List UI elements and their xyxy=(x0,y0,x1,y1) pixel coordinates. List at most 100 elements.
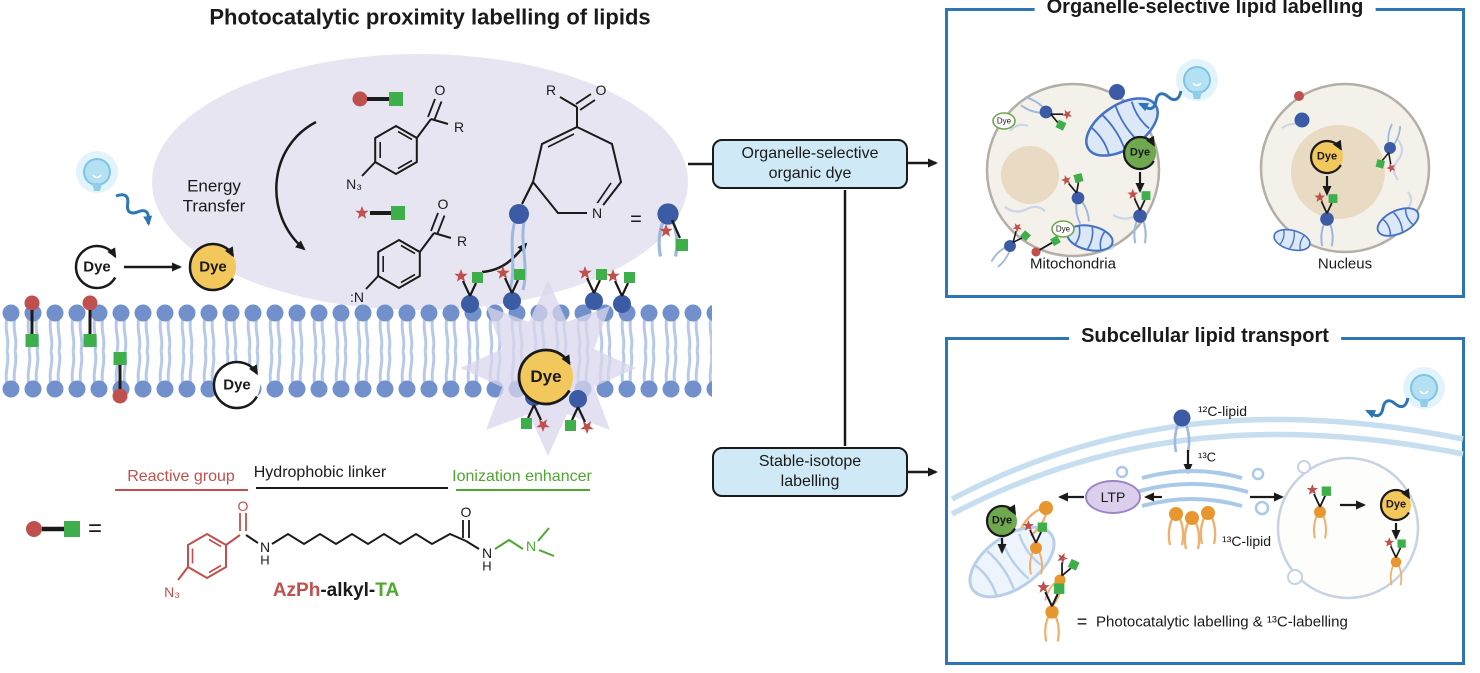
organelle-panel-title: Organelle-selective lipid labelling xyxy=(1034,0,1376,19)
reactive-group-label: Reactive group xyxy=(127,467,235,485)
enhancer-square-icon xyxy=(391,206,405,220)
probe-name-alkyl: -alkyl- xyxy=(320,580,376,602)
probe-structure xyxy=(26,487,590,581)
amide-nitrogen-label: N xyxy=(259,538,271,555)
c13-label: ¹³C xyxy=(1198,449,1217,465)
dye-badge xyxy=(992,112,1016,130)
vesicle-icon xyxy=(1297,460,1311,474)
flow-connectors xyxy=(688,158,938,477)
catalytic-cycle-arrow-icon xyxy=(74,244,117,290)
catalytic-cycle-arrow-icon xyxy=(1309,139,1342,175)
enhancer-square-icon xyxy=(64,521,80,537)
dye-label: Dye xyxy=(1316,150,1338,163)
energy-transfer-label: Energy Transfer xyxy=(182,176,246,215)
dye-label: Dye xyxy=(83,258,111,276)
catalytic-cycle-arrow-icon xyxy=(1379,488,1411,522)
lipid-transport-scheme xyxy=(956,408,1420,642)
equals-sign: = xyxy=(1076,611,1088,632)
nitrene-structure xyxy=(355,206,452,290)
c13-lipid-icon xyxy=(1167,505,1185,547)
nitrene-label: :N xyxy=(350,288,364,305)
dye-membrane-excited xyxy=(519,350,573,404)
scheme-background-blob xyxy=(152,54,688,310)
r-group-label: R xyxy=(453,118,465,135)
oxygen-label: O xyxy=(595,81,607,98)
dye-label: Dye xyxy=(199,258,227,276)
acceptor-cell xyxy=(1276,456,1420,600)
r-group-label: R xyxy=(545,81,557,98)
alkyl-chain xyxy=(271,532,467,546)
nucleus-label: Nucleus xyxy=(1317,255,1373,273)
excitation-arrow-icon xyxy=(1366,394,1410,419)
dimethylamino-tail xyxy=(494,527,555,557)
dye-label: Dye xyxy=(1385,498,1407,511)
vesicle-icon xyxy=(1115,465,1129,479)
isotope-legend-label: Photocatalytic labelling & ¹³C-labelling xyxy=(1096,613,1348,631)
reactive-head-icon xyxy=(352,91,368,107)
reactive-head-icon xyxy=(26,521,42,537)
mitochondria-cell xyxy=(985,82,1169,270)
catalytic-cycle-arrow-icon xyxy=(985,504,1017,538)
oxygen-label: O xyxy=(434,81,446,98)
ltp-label: LTP xyxy=(1100,488,1126,505)
main-title: Photocatalytic proximity labelling of li… xyxy=(209,4,651,30)
dye-label: Dye xyxy=(1055,224,1071,234)
nucleus-icon xyxy=(1291,125,1385,219)
nucleus-icon xyxy=(1001,146,1059,204)
amide-hydrogen-label: H xyxy=(482,558,492,574)
catalytic-cycle-arrow-icon xyxy=(188,242,234,292)
azidophenyl-ring xyxy=(177,513,247,581)
amine-nitrogen-label: N xyxy=(525,537,537,554)
organelle-dye-flowbox: Organelle-selective organic dye xyxy=(712,139,908,189)
c13-lipid-icon xyxy=(1199,504,1217,546)
enhancer-square-icon xyxy=(389,92,403,106)
c13-lipid-icon xyxy=(1183,509,1201,551)
dye-badge xyxy=(1051,220,1075,238)
equals-sign: = xyxy=(87,515,103,543)
amide-hydrogen-label: H xyxy=(260,552,270,568)
reaction-scheme xyxy=(74,54,688,310)
dye-label: Dye xyxy=(996,116,1012,126)
probe-name-ta: TA xyxy=(375,580,400,602)
dye-label: Dye xyxy=(991,514,1013,527)
azide-label: N₃ xyxy=(164,583,180,600)
catalytic-cycle-arrow-icon xyxy=(1122,135,1155,171)
r-group-label: R xyxy=(456,232,468,249)
probe-name: AzPh-alkyl-TA xyxy=(273,580,399,602)
stable-isotope-flowbox: Stable-isotope labelling xyxy=(712,447,908,497)
equals-sign: = xyxy=(630,208,642,231)
catalytic-cycle-arrow-icon xyxy=(517,348,571,406)
vesicle-icon xyxy=(1287,569,1303,585)
azide-label: N₃ xyxy=(346,175,362,192)
lipid-head-icon xyxy=(1109,84,1125,100)
ltp-protein xyxy=(1085,480,1141,514)
energy-transfer-arrow xyxy=(275,120,317,251)
lipid-head-icon xyxy=(1294,112,1310,128)
azepine-product xyxy=(508,93,623,291)
reactive-head-icon xyxy=(1294,91,1304,101)
transport-panel-title: Subcellular lipid transport xyxy=(1069,325,1341,348)
c13-lipid-label: ¹³C-lipid xyxy=(1222,532,1271,549)
vesicle-icon xyxy=(1254,500,1270,516)
light-bulb-icon xyxy=(1402,366,1446,410)
amide-nitrogen-label: N xyxy=(481,544,493,561)
vesicle-icon xyxy=(1251,467,1265,481)
c12-lipid-label: ¹²C-lipid xyxy=(1198,402,1247,419)
azide-structure xyxy=(352,91,449,177)
lipid-head-icon xyxy=(509,204,529,224)
light-bulb-icon xyxy=(1175,58,1219,102)
catalytic-cycle-arrow-icon xyxy=(212,360,258,410)
dye-label: Dye xyxy=(530,367,562,387)
ionization-enhancer-label: Ionization enhancer xyxy=(452,467,592,485)
dye-label: Dye xyxy=(1129,146,1151,159)
label-square-icon xyxy=(676,239,688,251)
dye-membrane-ground xyxy=(214,362,260,408)
legend-labelled-lipid-icon xyxy=(1037,581,1064,642)
excitation-arrow-icon xyxy=(113,191,153,226)
probe-name-azph: AzPh xyxy=(272,580,321,602)
hydrophobic-linker-label: Hydrophobic linker xyxy=(253,463,387,481)
golgi-stack xyxy=(1135,469,1249,508)
light-bulb-icon xyxy=(75,150,119,194)
